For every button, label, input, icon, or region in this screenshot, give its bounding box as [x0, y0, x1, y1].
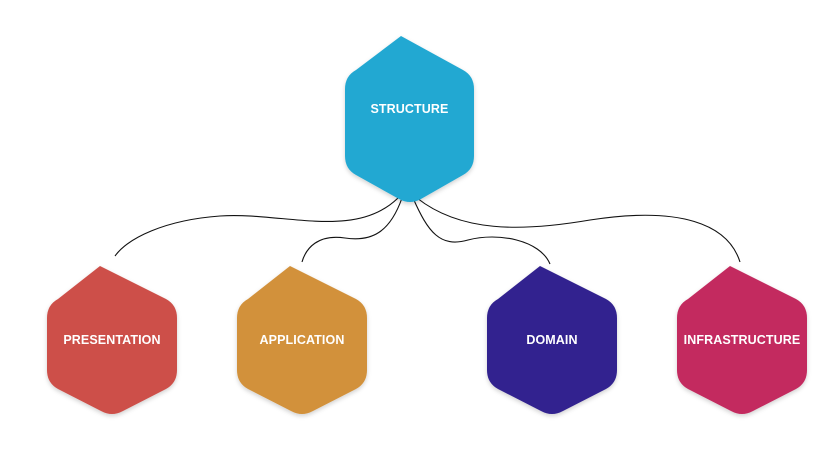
node-presentation[interactable]: PRESENTATION [47, 266, 177, 414]
node-application[interactable]: APPLICATION [237, 266, 367, 414]
domain-hexagon [487, 266, 617, 414]
structure-hexagon [345, 36, 474, 202]
infrastructure-label: INFRASTRUCTURE [684, 333, 801, 347]
connector-application [301, 197, 403, 263]
connector-presentation [114, 197, 399, 257]
node-domain[interactable]: DOMAIN [487, 266, 617, 414]
connector-infrastructure [416, 197, 741, 263]
application-hexagon [237, 266, 367, 414]
application-label: APPLICATION [260, 333, 345, 347]
domain-label: DOMAIN [526, 333, 577, 347]
structure-label: STRUCTURE [371, 102, 449, 116]
structure-node[interactable]: STRUCTURE [345, 36, 474, 202]
infrastructure-hexagon [677, 266, 807, 414]
connector-domain [412, 197, 551, 265]
node-infrastructure[interactable]: INFRASTRUCTURE [677, 266, 807, 414]
presentation-hexagon [47, 266, 177, 414]
connectors [114, 197, 741, 265]
presentation-label: PRESENTATION [63, 333, 160, 347]
